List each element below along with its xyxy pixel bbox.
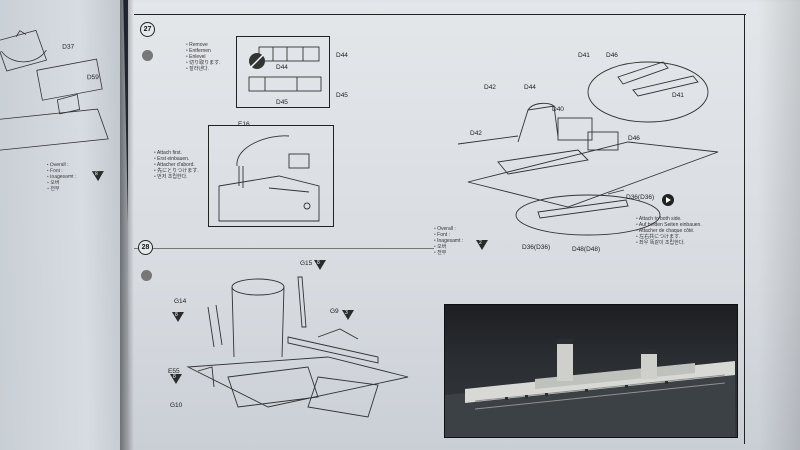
part-label: D37 [62, 43, 75, 51]
paint-badge: 8 [91, 170, 105, 182]
deck-assembly-drawing [458, 61, 719, 236]
part-label: D42 [470, 130, 482, 137]
finished-model-photo [444, 304, 738, 438]
sprue-drawing [248, 46, 322, 92]
detail-box-e16 [208, 125, 334, 227]
part-label: D41 [672, 92, 684, 99]
part-label: D59 [86, 74, 99, 82]
part-label: D46 [628, 135, 640, 142]
ship-model-image [445, 339, 735, 437]
paint-badge: 8 [170, 374, 182, 384]
part-label: D36(D36) [626, 194, 655, 201]
part-label: D45 [276, 99, 288, 106]
book-gutter [120, 0, 134, 450]
panel-border-top [134, 14, 746, 16]
part-label: D44 [524, 84, 536, 91]
paint-badge: 2 [476, 240, 488, 250]
part-label: D36(D36) [522, 244, 551, 251]
both-sides-note: Attach to both side. Auf beiden Seiten e… [636, 216, 702, 246]
paint-badge: 3 [342, 310, 354, 320]
paint-list: Overall : Font : Inagesamt : 오버 전부 [434, 226, 463, 256]
funnel-detail-drawing [218, 135, 320, 222]
paint-badge: 8 [172, 312, 184, 322]
step-divider [134, 248, 434, 249]
part-label: G9 [330, 308, 339, 315]
part-label: E16 [238, 121, 250, 128]
part-label: E55 [168, 368, 180, 375]
paint-badge: 8 [314, 260, 326, 270]
step-icon [142, 50, 153, 61]
left-page-drawing [0, 29, 109, 152]
remove-note: Remove Entfernen Enlevel 切り取ります. 잘라낸다. [186, 42, 220, 72]
part-label: D41 [578, 52, 590, 59]
cut-detail-box [236, 36, 330, 108]
part-label: D42 [484, 84, 496, 91]
step-icon [141, 270, 152, 281]
paint-list: Overall : Font : Inagesamt : 오버 전부 [47, 162, 77, 193]
both-sides-icon [662, 194, 674, 206]
left-page: D37 D59 Overall : Font : Inagesamt : 오버 … [0, 0, 133, 450]
step-number-28: 28 [138, 240, 153, 255]
page-shadow [758, 0, 800, 450]
part-label: D44 [336, 52, 348, 59]
funnel-assembly-drawing [186, 276, 409, 418]
panel-border-right [744, 14, 746, 444]
part-label: G10 [170, 402, 183, 409]
part-label: D46 [606, 52, 618, 59]
right-page: 27 Remove Entfernen Enlevel 切り取ります. 잘라낸다… [128, 0, 800, 450]
part-label: D40 [552, 106, 564, 113]
part-label: G14 [174, 298, 187, 305]
step-number-27: 27 [140, 22, 155, 37]
part-label: D45 [336, 92, 348, 99]
part-label: G15 [300, 260, 313, 267]
part-label: D48(D48) [572, 246, 601, 253]
attach-first-note: Attach first. Erst einbauen. Attacher d'… [154, 150, 199, 180]
part-label: D44 [276, 64, 288, 71]
